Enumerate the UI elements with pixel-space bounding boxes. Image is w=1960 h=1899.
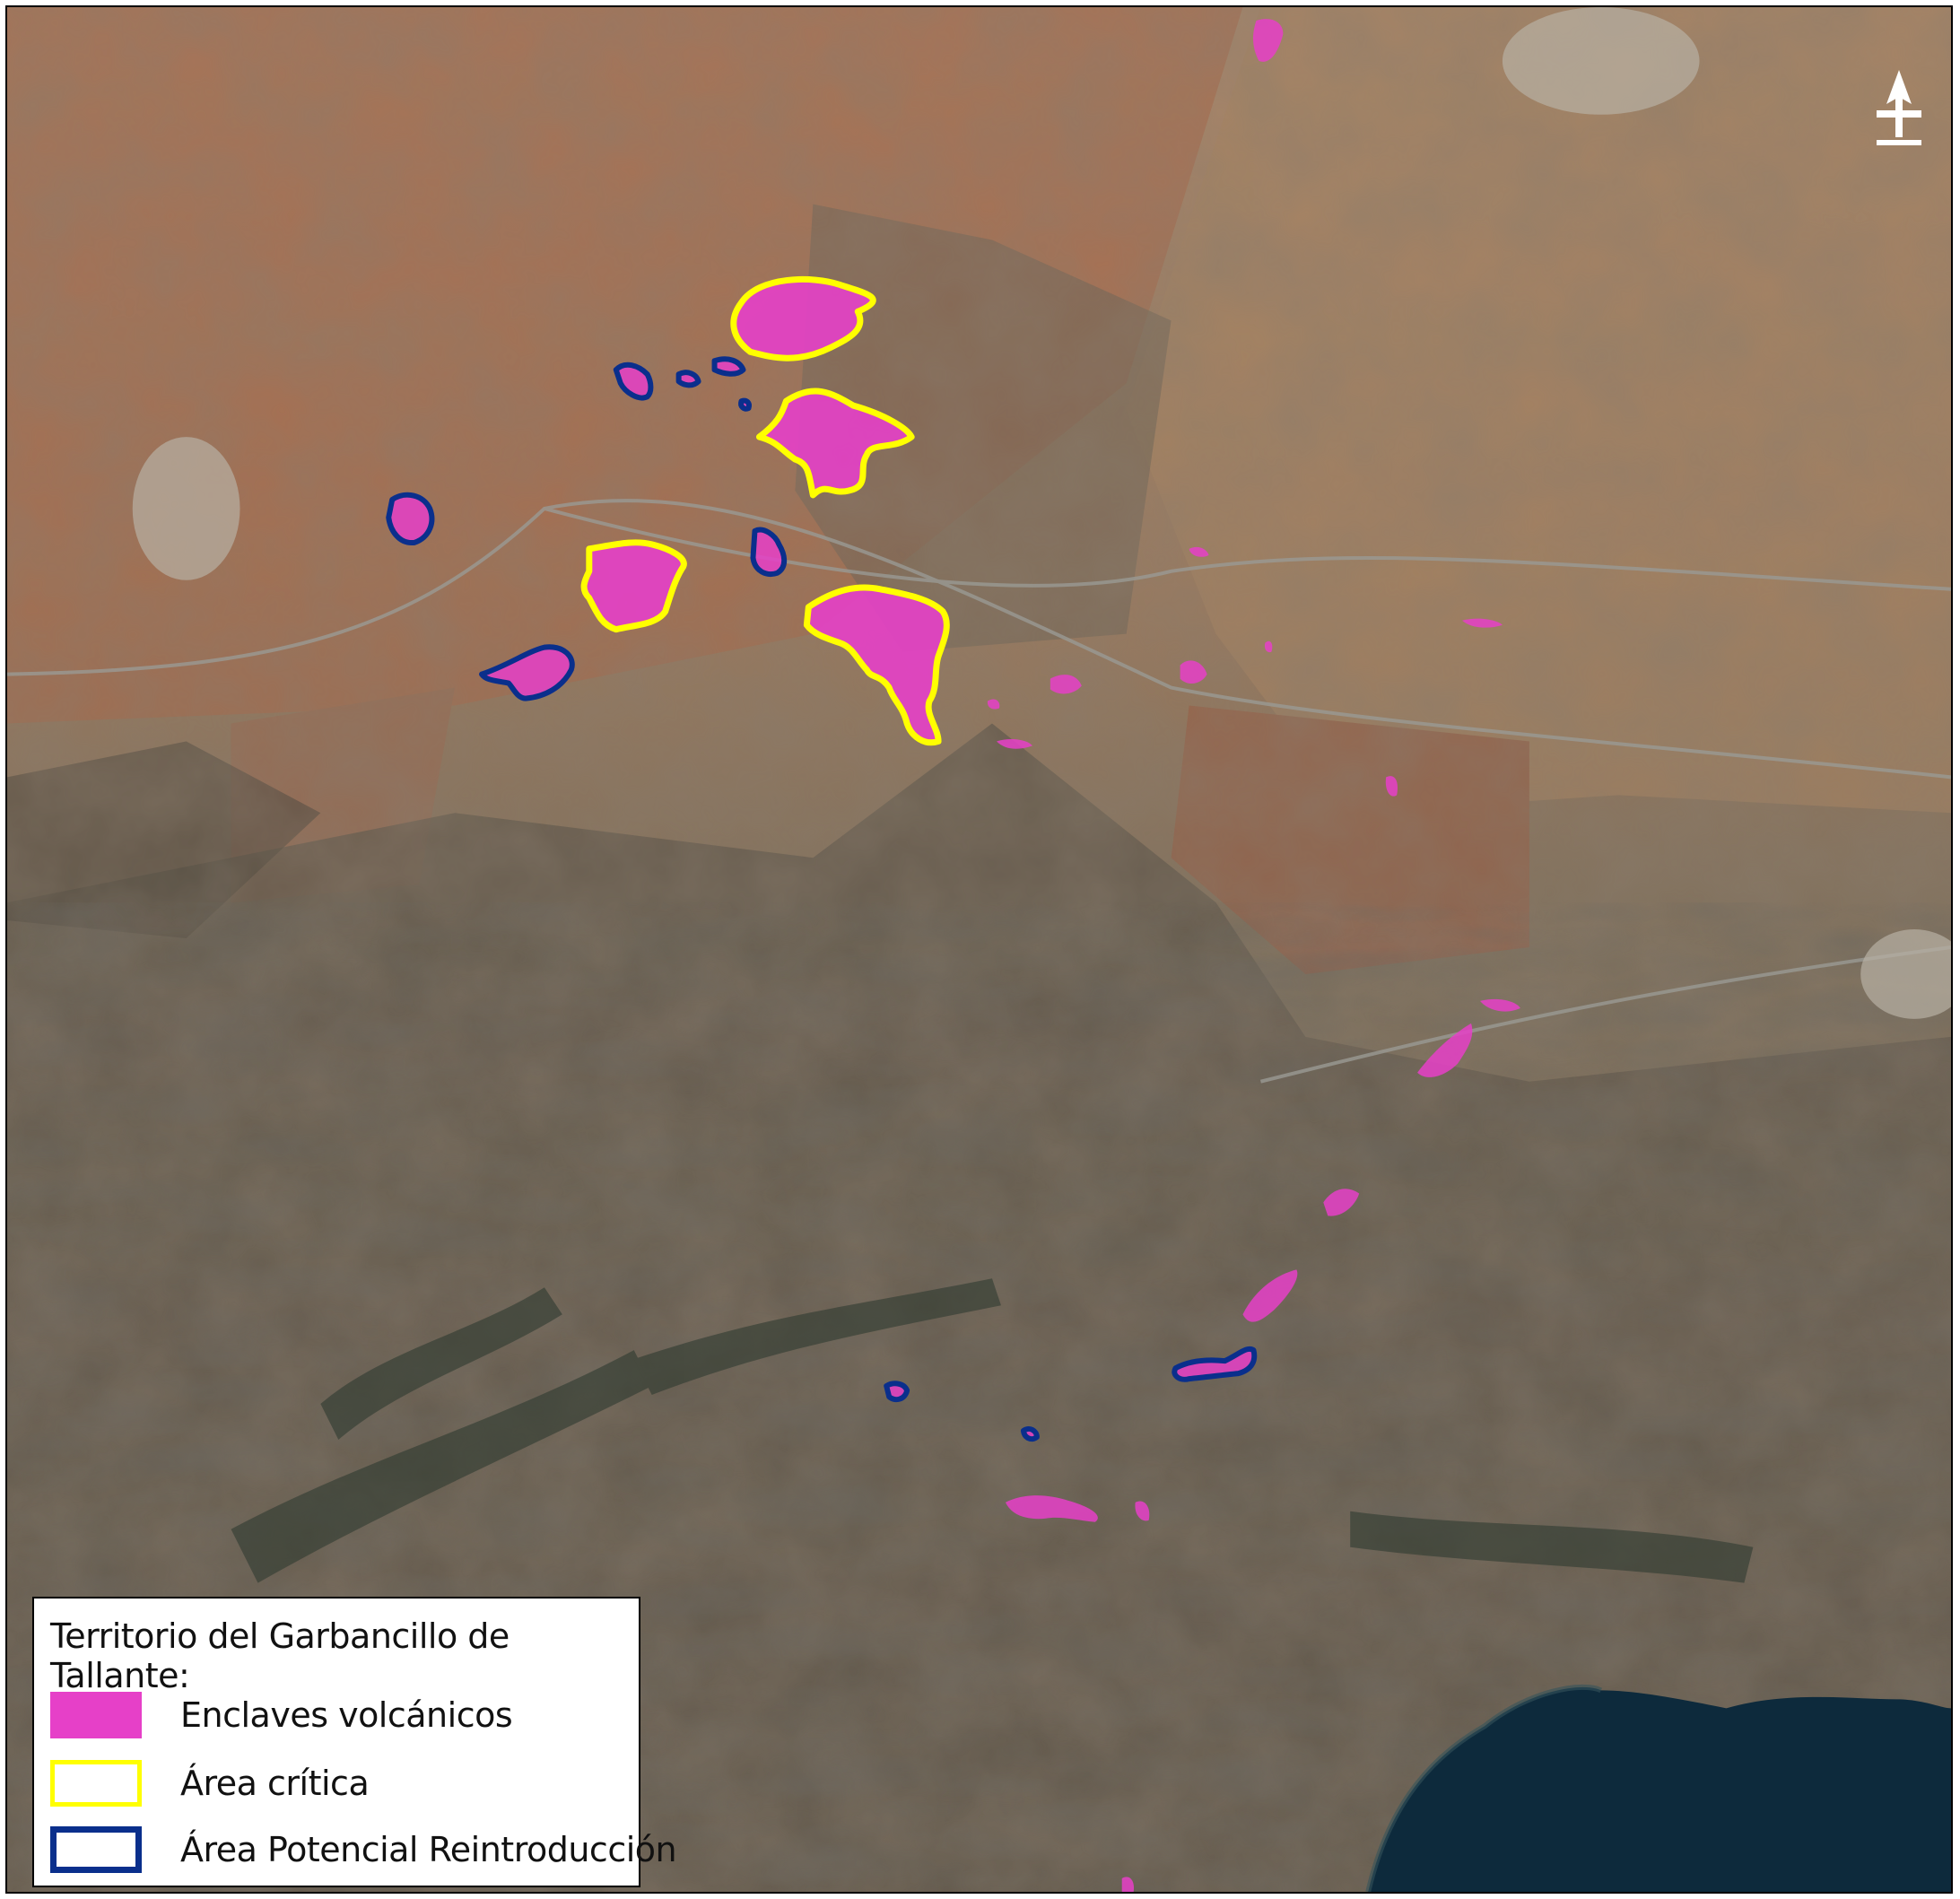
volcanic-enclave-6[interactable]: [996, 738, 1032, 749]
reintro-area-4[interactable]: [738, 397, 752, 412]
legend-swatch-reintro: [50, 1826, 142, 1873]
volcanic-enclave-1[interactable]: [1252, 19, 1284, 62]
critical-area-4[interactable]: [803, 584, 950, 746]
legend-swatch-volcanic: [50, 1692, 142, 1738]
map-frame[interactable]: Territorio del Garbancillo de Tallante: …: [5, 5, 1953, 1894]
valley-shadows: [231, 1278, 1754, 1583]
reintro-area-9[interactable]: [1020, 1425, 1040, 1442]
legend-label-reintro: Área Potencial Reintroducción: [180, 1830, 677, 1869]
reintro-area-5[interactable]: [386, 492, 435, 545]
legend-title: Territorio del Garbancillo de Tallante:: [50, 1616, 510, 1695]
legend-item-volcanic: Enclaves volcánicos: [50, 1692, 633, 1742]
volcanic-enclave-14[interactable]: [1005, 1495, 1098, 1522]
volcanic-enclaves[interactable]: [987, 19, 1520, 1892]
legend-item-reintro: Área Potencial Reintroducción: [50, 1826, 677, 1877]
critical-areas[interactable]: [580, 276, 950, 746]
legend-item-critical: Área crítica: [50, 1760, 633, 1810]
towns: [132, 7, 1951, 1019]
volcanic-enclave-2[interactable]: [1189, 546, 1209, 557]
volcanic-enclave-3[interactable]: [1180, 660, 1207, 684]
volcanic-enclave-10[interactable]: [1417, 1023, 1473, 1077]
volcanic-enclave-8[interactable]: [1462, 618, 1503, 628]
critical-area-1[interactable]: [730, 276, 876, 362]
volcanic-enclave-9[interactable]: [1385, 776, 1398, 797]
roads: [7, 499, 1951, 1084]
critical-area-3[interactable]: [580, 539, 687, 633]
legend-label-critical: Área crítica: [180, 1764, 370, 1803]
map-legend: Territorio del Garbancillo de Tallante: …: [32, 1597, 677, 1887]
volcanic-enclave-16[interactable]: [1121, 1877, 1135, 1892]
sea: [1368, 1686, 1951, 1892]
volcanic-enclave-13[interactable]: [1242, 1269, 1298, 1322]
reintro-area-7[interactable]: [479, 644, 575, 701]
reintro-area-1[interactable]: [613, 362, 654, 401]
reintro-area-10[interactable]: [1172, 1346, 1258, 1382]
reintro-area-3[interactable]: [711, 356, 746, 377]
volcanic-enclave-12[interactable]: [1323, 1189, 1360, 1216]
north-arrow-icon: [1877, 70, 1921, 145]
reintro-area-2[interactable]: [675, 370, 701, 388]
legend-swatch-critical: [50, 1760, 142, 1807]
volcanic-enclave-11[interactable]: [1479, 998, 1520, 1012]
volcanic-enclave-5[interactable]: [987, 699, 1000, 710]
legend-label-volcanic: Enclaves volcánicos: [180, 1695, 513, 1735]
volcanic-enclave-15[interactable]: [1135, 1501, 1150, 1521]
reintroduction-areas[interactable]: [386, 356, 1258, 1442]
volcanic-enclave-4[interactable]: [1050, 675, 1082, 694]
reintro-area-8[interactable]: [884, 1381, 910, 1403]
reintro-area-6[interactable]: [750, 527, 788, 577]
sea-shore: [1365, 1684, 1603, 1892]
volcanic-enclave-7[interactable]: [1264, 640, 1273, 653]
critical-area-2[interactable]: [755, 388, 915, 499]
